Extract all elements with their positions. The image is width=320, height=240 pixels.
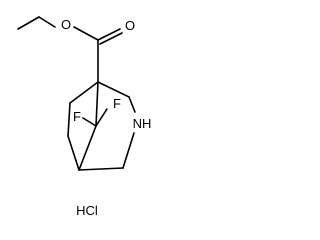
bond-ethyl-terminal [17, 16, 40, 30]
hydrochloride-salt-label: HCl [76, 203, 98, 218]
fluorine-right-label: F [113, 96, 121, 111]
bond-ethyl-to-oxygen [38, 16, 56, 28]
bond-bridgehead-to-ch2-upper [97, 81, 130, 98]
bond-bridgehead-to-cf2 [95, 81, 99, 127]
bond-carbonyl-double-a [97, 28, 121, 41]
bond-nitrogen-to-ch2-lower [122, 132, 135, 169]
fluorine-left-label: F [73, 109, 81, 124]
bond-ring-left-vertical [67, 102, 71, 137]
bond-cf2-to-f-right [95, 108, 108, 127]
bond-cf2-to-f-left [82, 117, 97, 127]
bond-ch2-lower-to-lower-bridgehead [78, 167, 124, 171]
chemical-structure-diagram: O O F F NH HCl [17, 16, 152, 218]
ester-oxygen-label: O [61, 17, 71, 32]
bond-cf2-to-lower-bridgehead [78, 125, 97, 171]
amine-nitrogen-label: NH [133, 116, 152, 131]
bond-ring-to-lower-bridgehead [67, 135, 80, 171]
bond-oxygen-to-carbonyl [73, 26, 99, 41]
bond-carbonyl-double-b [99, 32, 123, 45]
bond-bridgehead-to-ring-left [69, 81, 99, 104]
bond-ch2-upper-to-nitrogen [128, 96, 136, 113]
carbonyl-oxygen-label: O [125, 18, 135, 33]
